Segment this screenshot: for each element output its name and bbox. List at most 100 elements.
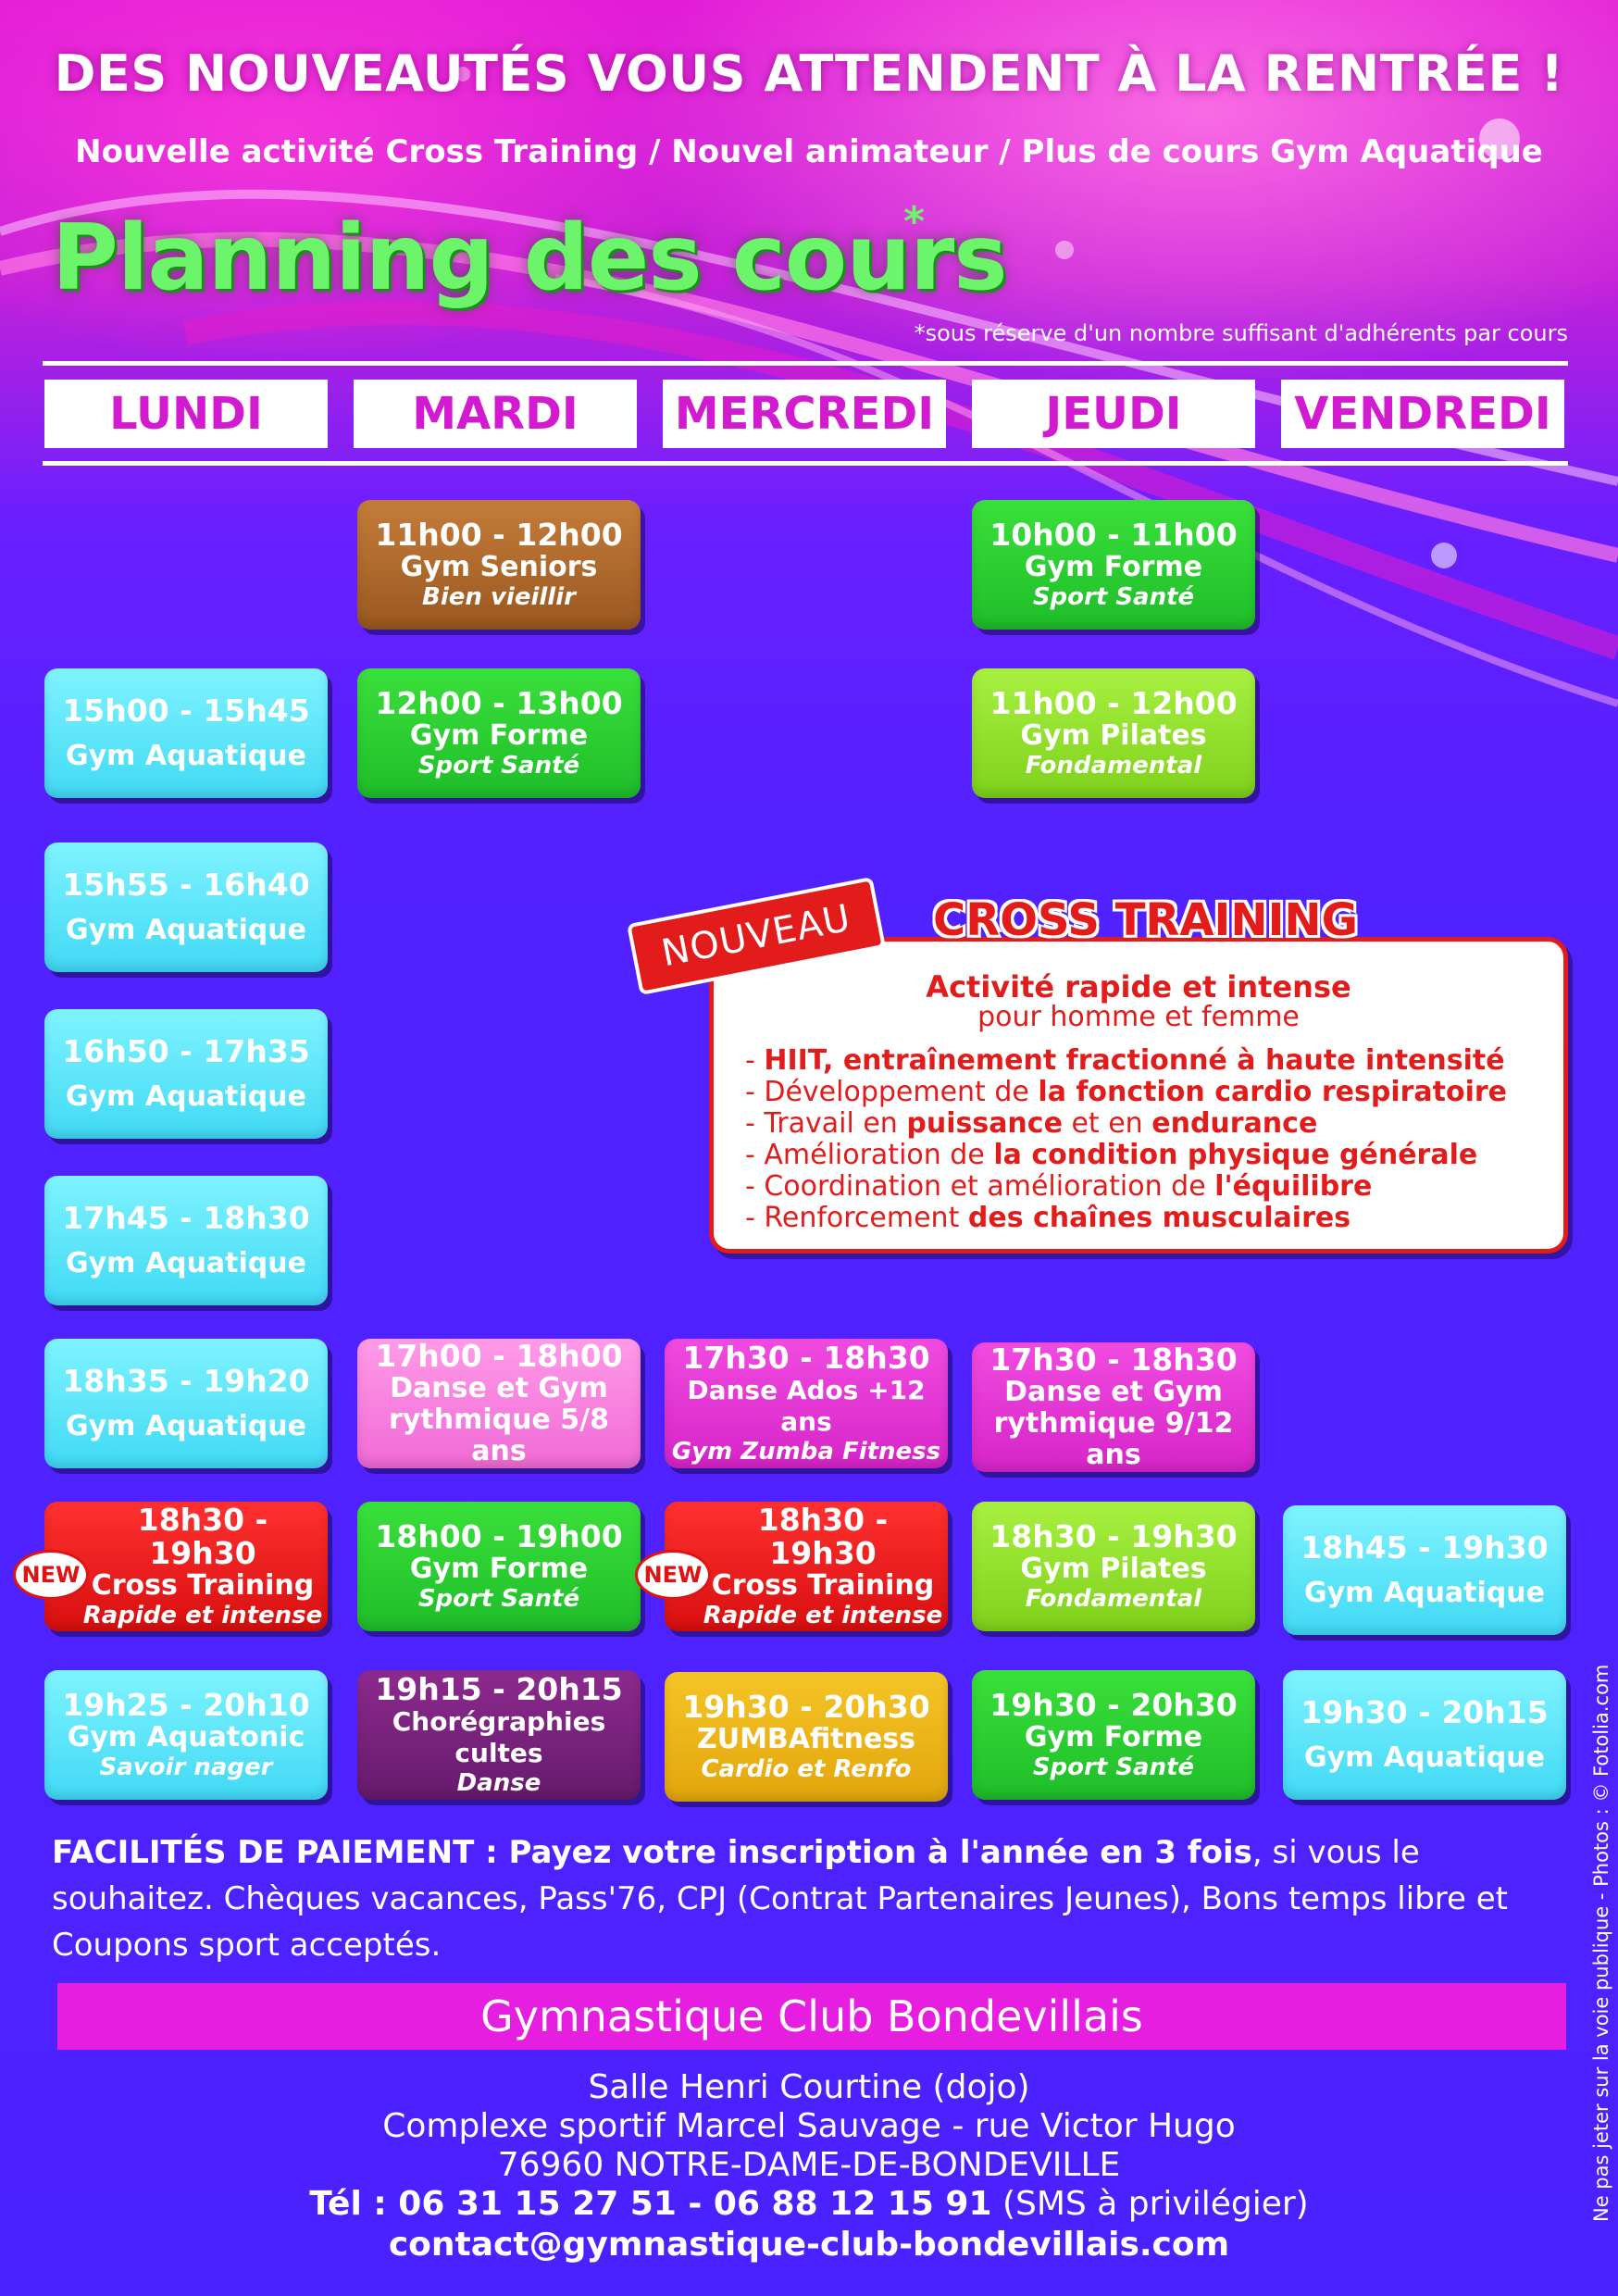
class-name: Gym Pilates	[1020, 719, 1207, 752]
payment-details: , si vous le souhaitez. Chèques vacances…	[52, 1834, 1508, 1964]
class-time: 18h35 - 19h20	[62, 1363, 310, 1399]
day-header-mardi: MARDI	[354, 380, 637, 448]
class-time: 19h30 - 20h30	[682, 1689, 930, 1725]
class-card: 11h00 - 12h00 Gym Seniors Bien vieillir	[357, 500, 641, 630]
class-card: 16h50 - 17h35 Gym Aquatique	[44, 1009, 328, 1139]
new-badge: NEW	[13, 1550, 89, 1600]
title-asterisk: *	[903, 198, 926, 245]
class-name: Gym Aquatonic	[67, 1721, 305, 1753]
headline: DES NOUVEAUTÉS VOUS ATTENDENT À LA RENTR…	[54, 44, 1564, 103]
class-card: 10h00 - 11h00 Gym Forme Sport Santé	[972, 500, 1255, 630]
class-subtitle: Sport Santé	[417, 752, 580, 780]
class-card: 17h30 - 18h30 Danse Ados +12 ans Gym Zum…	[665, 1339, 948, 1468]
club-name-banner: Gymnastique Club Bondevillais	[57, 1983, 1566, 2050]
class-time: 18h30 - 19h30	[137, 1502, 268, 1571]
list-item: - Travail en puissance et en endurance	[745, 1107, 1318, 1140]
class-time: 19h15 - 20h15	[375, 1671, 623, 1707]
class-name: Gym Forme	[409, 719, 589, 752]
email-link[interactable]: contact@gymnastique-club-bondevillais.co…	[388, 2226, 1230, 2264]
class-name: Gym Aquatique	[1304, 1577, 1545, 1609]
subheadline: Nouvelle activité Cross Training / Nouve…	[75, 133, 1543, 170]
class-subtitle: Sport Santé	[1032, 1753, 1195, 1781]
class-name: ZUMBAfitness	[696, 1723, 916, 1755]
cross-training-intro: Activité rapide et intense	[926, 969, 1351, 1004]
class-time: 18h30 - 19h30	[989, 1518, 1238, 1554]
day-header-mercredi: MERCREDI	[663, 380, 946, 448]
class-name: Chorégraphies cultes	[392, 1706, 606, 1768]
class-time: 17h30 - 18h30	[989, 1341, 1238, 1378]
class-time: 11h00 - 12h00	[375, 517, 623, 553]
list-item: - Développement de la fonction cardio re…	[745, 1076, 1508, 1108]
class-name: Danse Ados +12 ans	[687, 1375, 926, 1437]
class-name: Gym Forme	[1024, 551, 1203, 583]
divider-top	[43, 361, 1568, 366]
class-name: Gym Aquatique	[66, 1410, 306, 1442]
class-subtitle: Bien vieillir	[422, 583, 576, 611]
footnote: *sous réserve d'un nombre suffisant d'ad…	[914, 320, 1568, 346]
class-time: 12h00 - 13h00	[375, 685, 623, 721]
class-subtitle: Sport Santé	[417, 1585, 580, 1613]
cross-training-title: CROSS TRAINING	[933, 894, 1358, 946]
class-subtitle: Sport Santé	[1032, 583, 1195, 611]
class-card: 17h30 - 18h30 Danse et Gym rythmique 9/1…	[972, 1342, 1255, 1472]
class-time: 18h45 - 19h30	[1301, 1529, 1549, 1566]
class-time: 18h30 - 19h30	[757, 1502, 889, 1571]
class-subtitle: rythmique 9/12 ans	[993, 1407, 1234, 1471]
address-line-1: Salle Henri Courtine (dojo)	[588, 2068, 1030, 2106]
class-time: 15h00 - 15h45	[62, 693, 310, 729]
phone-numbers: Tél : 06 31 15 27 51 - 06 88 12 15 91	[309, 2185, 992, 2223]
page-title: Planning des cours	[52, 206, 1008, 311]
class-time: 19h25 - 20h10	[62, 1687, 310, 1723]
new-badge: NEW	[635, 1550, 711, 1600]
divider-bottom	[43, 461, 1568, 466]
class-name: Gym Pilates	[1020, 1553, 1207, 1585]
class-card: 15h55 - 16h40 Gym Aquatique	[44, 842, 328, 972]
cross-training-audience: pour homme et femme	[977, 1001, 1300, 1033]
class-card: 18h30 - 19h30 Gym Pilates Fondamental	[972, 1502, 1255, 1631]
class-card: 17h45 - 18h30 Gym Aquatique	[44, 1176, 328, 1305]
class-name: Cross Training	[91, 1569, 315, 1602]
class-subtitle: Gym Zumba Fitness	[671, 1438, 941, 1466]
class-name: Gym Aquatique	[66, 1080, 306, 1113]
class-card: 11h00 - 12h00 Gym Pilates Fondamental	[972, 668, 1255, 798]
class-name: Gym Aquatique	[1304, 1741, 1545, 1774]
cross-training-benefits: - HIIT, entraînement fractionné à haute …	[745, 1045, 1507, 1234]
class-name: Gym Aquatique	[66, 1247, 306, 1279]
class-card: 19h30 - 20h30 Gym Forme Sport Santé	[972, 1670, 1255, 1800]
class-time: 19h30 - 20h15	[1301, 1694, 1549, 1730]
class-subtitle: Danse	[456, 1769, 541, 1797]
class-card: 17h00 - 18h00 Danse et Gym rythmique 5/8…	[357, 1339, 641, 1468]
class-time: 18h00 - 19h00	[375, 1518, 623, 1554]
class-card: 18h35 - 19h20 Gym Aquatique	[44, 1339, 328, 1468]
class-subtitle: Fondamental	[1025, 1585, 1202, 1613]
phone-note: (SMS à privilégier)	[991, 2185, 1309, 2223]
payment-info: FACILITÉS DE PAIEMENT : Payez votre insc…	[52, 1829, 1551, 1968]
class-card: 19h15 - 20h15 Chorégraphies cultes Danse	[357, 1670, 641, 1800]
cross-training-box: Activité rapide et intense pour homme et…	[709, 937, 1568, 1254]
class-name: Gym Forme	[1024, 1721, 1203, 1753]
day-header-jeudi: JEUDI	[972, 380, 1255, 448]
class-time: 17h30 - 18h30	[682, 1340, 930, 1376]
list-item: - HIIT, entraînement fractionné à haute …	[745, 1044, 1505, 1077]
class-name: Danse et Gym	[1004, 1376, 1223, 1408]
class-subtitle: Cardio et Renfo	[701, 1755, 912, 1783]
class-subtitle: Rapide et intense	[703, 1602, 943, 1629]
class-card: 19h30 - 20h15 Gym Aquatique	[1283, 1670, 1566, 1800]
class-subtitle: Savoir nager	[99, 1753, 273, 1781]
phone-line: Tél : 06 31 15 27 51 - 06 88 12 15 91 (S…	[0, 2185, 1618, 2223]
class-subtitle: rythmique 5/8 ans	[389, 1404, 609, 1467]
address-line-3: 76960 NOTRE-DAME-DE-BONDEVILLE	[497, 2146, 1121, 2184]
class-time: 11h00 - 12h00	[989, 685, 1238, 721]
class-time: 10h00 - 11h00	[989, 517, 1238, 553]
class-time: 16h50 - 17h35	[62, 1033, 310, 1069]
class-name: Gym Seniors	[400, 551, 598, 583]
list-item: - Coordination et amélioration de l'équi…	[745, 1170, 1373, 1203]
class-card: 19h25 - 20h10 Gym Aquatonic Savoir nager	[44, 1670, 328, 1800]
day-header-lundi: LUNDI	[44, 380, 328, 448]
class-name: Gym Aquatique	[66, 740, 306, 772]
class-subtitle: Rapide et intense	[82, 1602, 323, 1629]
class-name: Cross Training	[711, 1569, 935, 1602]
class-card: 15h00 - 15h45 Gym Aquatique	[44, 668, 328, 798]
class-time: 17h45 - 18h30	[62, 1200, 310, 1236]
photo-credit: Ne pas jeter sur la voie publique - Phot…	[1590, 1664, 1612, 2222]
